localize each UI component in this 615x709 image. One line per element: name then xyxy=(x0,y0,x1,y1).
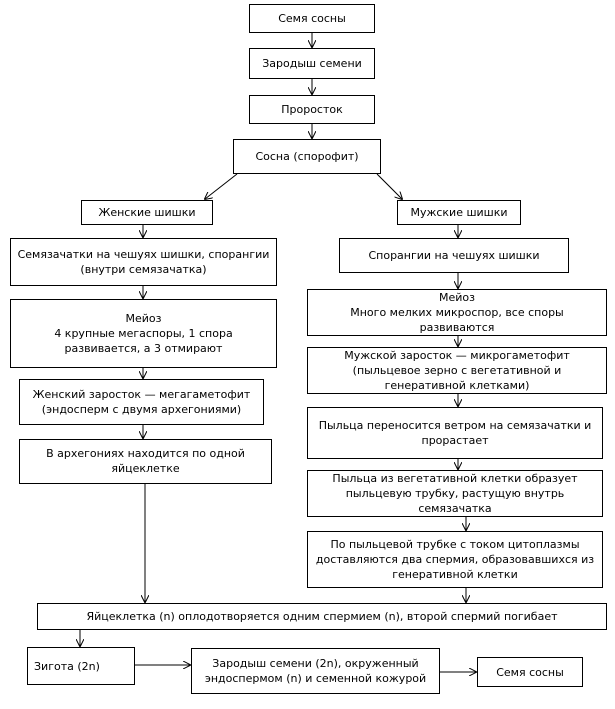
node-ovules: Семязачатки на чешуях шишки, спорангии (… xyxy=(10,238,277,286)
node-sporophyte-label: Сосна (спорофит) xyxy=(255,150,359,163)
node-pollen-tube: Пыльца из вегетативной клетки образует п… xyxy=(307,470,603,517)
node-male-meiosis-title: Мейоз xyxy=(439,291,475,304)
node-pollen-tube-label: Пыльца из вегетативной клетки образует п… xyxy=(332,472,578,515)
node-male-cones: Мужские шишки xyxy=(397,200,521,225)
node-seeds: Семя сосны xyxy=(249,4,375,33)
node-embryo-label: Зародыш семени xyxy=(262,57,362,70)
node-archegonia-label: В архегониях находится по одной яйцеклет… xyxy=(46,447,245,475)
node-zygote: Зигота (2n) xyxy=(27,647,135,685)
node-male-gametophyte: Мужской заросток — микрогаметофит (пыльц… xyxy=(307,347,607,394)
node-sprout-label: Проросток xyxy=(281,103,343,116)
node-male-cones-label: Мужские шишки xyxy=(410,206,508,219)
node-female-gametophyte: Женский заросток — мегагаметофит (эндосп… xyxy=(19,379,264,425)
node-seeds-label: Семя сосны xyxy=(278,12,346,25)
node-male-gametophyte-label: Мужской заросток — микрогаметофит (пыльц… xyxy=(344,349,570,392)
node-sperm: По пыльцевой трубке с током цитоплазмы д… xyxy=(307,531,603,588)
node-male-sporangia: Спорангии на чешуях шишки xyxy=(339,238,569,273)
arrow-sporophyte-male xyxy=(376,173,402,199)
node-female-gametophyte-label: Женский заросток — мегагаметофит (эндосп… xyxy=(32,388,251,416)
node-seed-embryo: Зародыш семени (2n), окруженный эндоспер… xyxy=(191,648,440,694)
node-seed-final: Семя сосны xyxy=(477,657,583,687)
node-sperm-label: По пыльцевой трубке с током цитоплазмы д… xyxy=(315,538,595,581)
node-fertilization: Яйцеклетка (n) оплодотворяется одним спе… xyxy=(37,603,607,630)
node-ovules-label: Семязачатки на чешуях шишки, спорангии (… xyxy=(17,248,270,276)
node-male-sporangia-label: Спорангии на чешуях шишки xyxy=(368,249,540,262)
node-female-meiosis-title: Мейоз xyxy=(125,312,162,325)
node-female-meiosis-text: 4 крупные мегаспоры, 1 спора развивается… xyxy=(54,327,233,355)
node-seed-embryo-label: Зародыш семени (2n), окруженный эндоспер… xyxy=(204,657,427,685)
node-embryo: Зародыш семени xyxy=(249,48,375,79)
arrow-sporophyte-female xyxy=(205,173,238,199)
node-female-cones: Женские шишки xyxy=(81,200,213,225)
node-seed-final-label: Семя сосны xyxy=(496,665,564,679)
node-sporophyte: Сосна (спорофит) xyxy=(233,139,381,174)
node-female-meiosis: Мейоз 4 крупные мегаспоры, 1 спора разви… xyxy=(10,299,277,368)
node-sprout: Проросток xyxy=(249,95,375,124)
node-pollen-transfer: Пыльца переносится ветром на семязачатки… xyxy=(307,407,603,459)
node-female-cones-label: Женские шишки xyxy=(98,206,196,219)
node-male-meiosis: Мейоз Много мелких микроспор, все споры … xyxy=(307,289,607,336)
node-zygote-label: Зигота (2n) xyxy=(34,659,100,673)
node-male-meiosis-text: Много мелких микроспор, все споры развив… xyxy=(350,306,564,334)
node-fertilization-label: Яйцеклетка (n) оплодотворяется одним спе… xyxy=(86,610,558,623)
node-pollen-transfer-label: Пыльца переносится ветром на семязачатки… xyxy=(318,419,592,447)
node-archegonia: В архегониях находится по одной яйцеклет… xyxy=(19,439,272,484)
